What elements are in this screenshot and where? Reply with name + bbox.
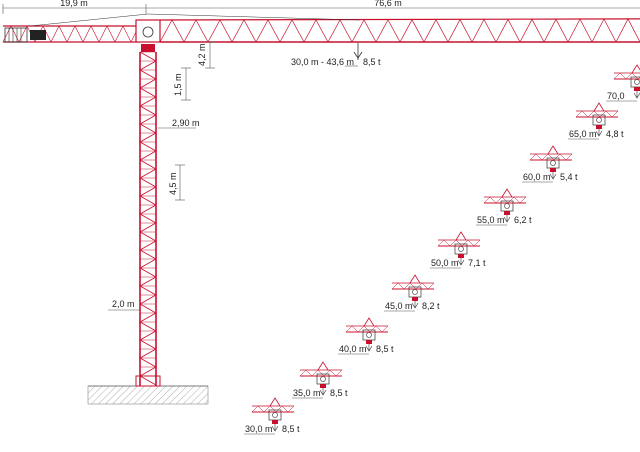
mini-winch xyxy=(504,203,510,209)
mini-hook xyxy=(633,91,640,99)
main-load-radius-label: 30,0 m - 43,6 m xyxy=(291,57,354,67)
slewing-unit xyxy=(135,19,161,52)
jib-config-item: 55,0 m 6,2 t xyxy=(476,188,532,226)
mini-winch xyxy=(550,160,556,166)
mini-base xyxy=(458,254,464,258)
mini-hook xyxy=(549,172,557,180)
mini-hook xyxy=(595,129,603,137)
config-radius-label: 55,0 m xyxy=(477,215,505,225)
config-radius-label: 70,0 xyxy=(607,91,625,101)
mini-base xyxy=(412,297,418,301)
jib-configurations: 30,0 m 8,5 t 35,0 m 8,5 t 40,0 m 8,5 t 45,0 m 8… xyxy=(244,64,640,435)
mini-hook xyxy=(271,424,279,432)
cathead-height-label: 4,2 m xyxy=(197,43,207,66)
mini-jib xyxy=(529,153,573,161)
mini-jib xyxy=(613,72,640,80)
mini-winch xyxy=(458,246,464,252)
mini-base xyxy=(366,340,372,344)
mini-hook xyxy=(503,215,511,223)
jib-config-item: 40,0 m 8,5 t xyxy=(338,317,394,355)
mini-base xyxy=(504,211,510,215)
mini-peak xyxy=(593,102,605,112)
tower-dimensions: 4,2 m 1,5 m 2,90 m 4,5 m 2,0 m xyxy=(108,41,215,311)
mini-peak xyxy=(631,64,640,74)
mini-winch xyxy=(320,376,326,382)
mini-hook xyxy=(319,388,327,396)
config-capacity-label: 8,5 t xyxy=(282,424,300,434)
config-capacity-label: 8,5 t xyxy=(330,388,348,398)
jib-config-item: 60,0 m 5,4 t xyxy=(522,145,578,183)
mini-hook xyxy=(411,301,419,309)
mini-base xyxy=(596,125,602,129)
mini-jib xyxy=(483,196,527,204)
jib-config-item: 35,0 m 8,5 t xyxy=(292,361,348,399)
mini-winch xyxy=(272,412,278,418)
main-hook: 30,0 m - 43,6 m 8,5 t xyxy=(291,43,381,67)
section-height-label: 4,5 m xyxy=(168,172,178,195)
main-jib xyxy=(2,13,640,43)
mini-peak xyxy=(269,397,281,407)
jib-config-item: 65,0 m 4,8 t xyxy=(568,102,624,140)
config-radius-label: 50,0 m xyxy=(431,258,459,268)
mini-base xyxy=(550,168,556,172)
config-radius-label: 65,0 m xyxy=(569,129,597,139)
config-radius-label: 30,0 m xyxy=(245,424,273,434)
mini-base xyxy=(272,420,278,424)
upper-width-label: 2,90 m xyxy=(172,118,200,128)
mini-peak xyxy=(455,231,467,241)
mini-winch xyxy=(596,117,602,123)
mini-base xyxy=(320,384,326,388)
mast-width-label: 2,0 m xyxy=(112,299,135,309)
config-radius-label: 40,0 m xyxy=(339,344,367,354)
mini-hook xyxy=(457,258,465,266)
mini-jib xyxy=(345,325,389,333)
mini-jib xyxy=(575,110,619,118)
top-dimension-line: 19,9 m 76,6 m xyxy=(2,0,640,14)
config-capacity-label: 8,5 t xyxy=(376,344,394,354)
config-radius-label: 35,0 m xyxy=(293,388,321,398)
mini-jib xyxy=(437,239,481,247)
config-capacity-label: 6,2 t xyxy=(514,215,532,225)
counter-jib-length-label: 19,9 m xyxy=(60,0,88,8)
mini-winch xyxy=(366,332,372,338)
jib-config-item: 70,0 xyxy=(606,64,640,102)
mini-jib xyxy=(299,369,343,377)
jib-config-item: 30,0 m 8,5 t xyxy=(244,397,300,435)
mini-base xyxy=(634,87,640,91)
top-section-height-label: 1,5 m xyxy=(173,73,183,96)
foundation xyxy=(87,385,209,405)
config-capacity-label: 7,1 t xyxy=(468,258,486,268)
config-capacity-label: 5,4 t xyxy=(560,172,578,182)
mini-peak xyxy=(547,145,559,155)
mini-jib xyxy=(251,405,295,413)
mini-peak xyxy=(409,274,421,284)
counterweight xyxy=(4,27,46,43)
jib-config-item: 45,0 m 8,2 t xyxy=(384,274,440,312)
config-capacity-label: 4,8 t xyxy=(606,129,624,139)
config-radius-label: 45,0 m xyxy=(385,301,413,311)
jib-config-item: 50,0 m 7,1 t xyxy=(430,231,486,269)
config-radius-label: 60,0 m xyxy=(523,172,551,182)
mini-peak xyxy=(501,188,513,198)
mini-hook xyxy=(365,344,373,352)
mini-peak xyxy=(363,317,375,327)
main-load-capacity-label: 8,5 t xyxy=(363,57,381,67)
mini-jib xyxy=(391,282,435,290)
mini-winch xyxy=(412,289,418,295)
mini-winch xyxy=(634,79,640,85)
mini-peak xyxy=(317,361,329,371)
jib-length-label: 76,6 m xyxy=(374,0,402,8)
config-capacity-label: 8,2 t xyxy=(422,301,440,311)
tower-mast xyxy=(135,51,161,387)
